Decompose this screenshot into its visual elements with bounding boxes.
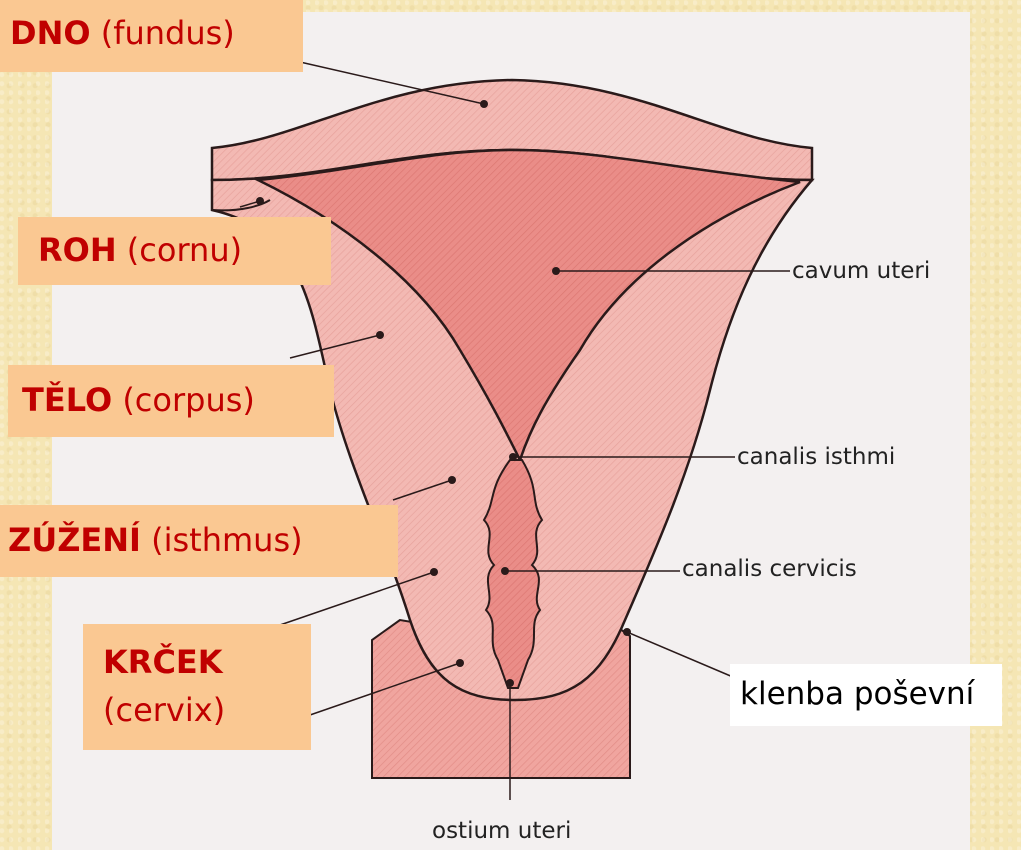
fundus-latin: (fundus) — [101, 14, 235, 52]
label-cavum-uteri: cavum uteri — [792, 258, 930, 284]
label-fundus: DNO (fundus) — [0, 0, 303, 72]
corpus-term: TĚLO — [22, 381, 112, 419]
corpus-latin: (corpus) — [122, 381, 255, 419]
cornu-latin: (cornu) — [127, 231, 242, 269]
fundus-term: DNO — [10, 14, 91, 52]
cornu-term: ROH — [38, 231, 117, 269]
label-cornu: ROH (cornu) — [18, 217, 331, 285]
label-ostium-uteri: ostium uteri — [432, 818, 571, 844]
isthmus-term: ZÚŽENÍ — [8, 521, 141, 559]
cervix-term: KRČEK — [103, 643, 223, 681]
isthmus-latin: (isthmus) — [151, 521, 302, 559]
label-canalis-isthmi: canalis isthmi — [737, 444, 895, 470]
label-isthmus: ZÚŽENÍ (isthmus) — [0, 505, 398, 577]
label-canalis-cervicis: canalis cervicis — [682, 556, 857, 582]
label-klenba-posevni: klenba poševní — [730, 664, 1002, 726]
label-corpus: TĚLO (corpus) — [8, 365, 334, 437]
label-cervix: KRČEK (cervix) — [83, 624, 311, 750]
cervix-latin: (cervix) — [103, 691, 225, 729]
